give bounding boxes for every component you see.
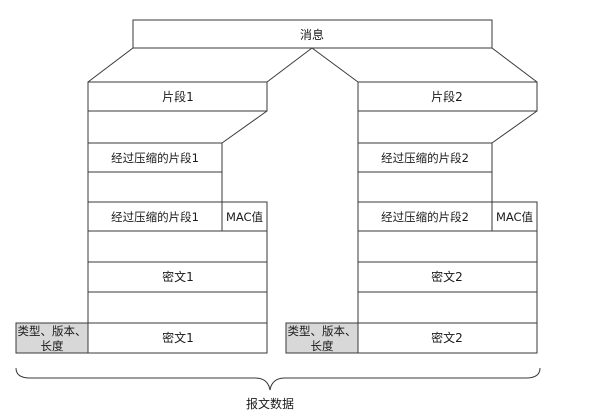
right-compressed-box bbox=[357, 142, 493, 173]
right-mac-box bbox=[491, 201, 538, 232]
right-fragment-label: 片段2 bbox=[431, 89, 463, 104]
right-header-line2: 长度 bbox=[311, 339, 334, 353]
right-mac-label: MAC值 bbox=[496, 210, 534, 224]
split-line-right-inner bbox=[311, 47, 359, 83]
right-fragment-column: 片段2 经过压缩的片段2 经过压缩的片段2 MAC值 密文2 类型、版本、 长度… bbox=[285, 81, 538, 354]
left-mac-label: MAC值 bbox=[226, 210, 264, 224]
left-compressed-mac-label: 经过压缩的片段1 bbox=[111, 210, 199, 224]
right-ciphertext-box bbox=[357, 261, 538, 293]
right-compressed-mac-label: 经过压缩的片段2 bbox=[381, 210, 469, 224]
left-ciphertext-label: 密文1 bbox=[162, 269, 194, 284]
right-ciphertext-label: 密文2 bbox=[431, 269, 463, 284]
split-line-right-outer bbox=[491, 47, 538, 83]
left-mac-box bbox=[221, 201, 268, 232]
split-line-left-inner bbox=[266, 47, 313, 83]
right-compressed-mac-box bbox=[357, 201, 493, 232]
left-fragment-label: 片段1 bbox=[162, 89, 194, 104]
left-fragment-column: 片段1 经过压缩的片段1 经过压缩的片段1 MAC值 密文1 类型、版本、 长度… bbox=[15, 81, 268, 354]
left-record-ciphertext-box bbox=[87, 322, 268, 354]
split-line-left-outer bbox=[87, 47, 134, 83]
bottom-label: 报文数据 bbox=[246, 396, 294, 411]
left-record-ciphertext-label: 密文1 bbox=[162, 330, 194, 345]
right-fragment-box bbox=[357, 81, 538, 112]
left-header-line2: 长度 bbox=[41, 339, 64, 353]
left-ciphertext-box bbox=[87, 261, 268, 293]
right-compress-line bbox=[491, 110, 538, 144]
right-header-line1: 类型、版本、 bbox=[288, 324, 357, 338]
right-record-ciphertext-label: 密文2 bbox=[431, 330, 463, 345]
left-header-box bbox=[15, 322, 89, 354]
message-label: 消息 bbox=[300, 27, 324, 42]
left-compressed-box bbox=[87, 142, 223, 173]
right-record-ciphertext-box bbox=[357, 322, 538, 354]
left-fragment-box bbox=[87, 81, 268, 112]
left-compress-line bbox=[221, 110, 268, 144]
left-compressed-label: 经过压缩的片段1 bbox=[111, 151, 199, 165]
message-box bbox=[132, 19, 493, 49]
bottom-brace bbox=[15, 367, 541, 391]
right-compressed-label: 经过压缩的片段2 bbox=[381, 151, 469, 165]
left-header-line1: 类型、版本、 bbox=[18, 324, 87, 338]
